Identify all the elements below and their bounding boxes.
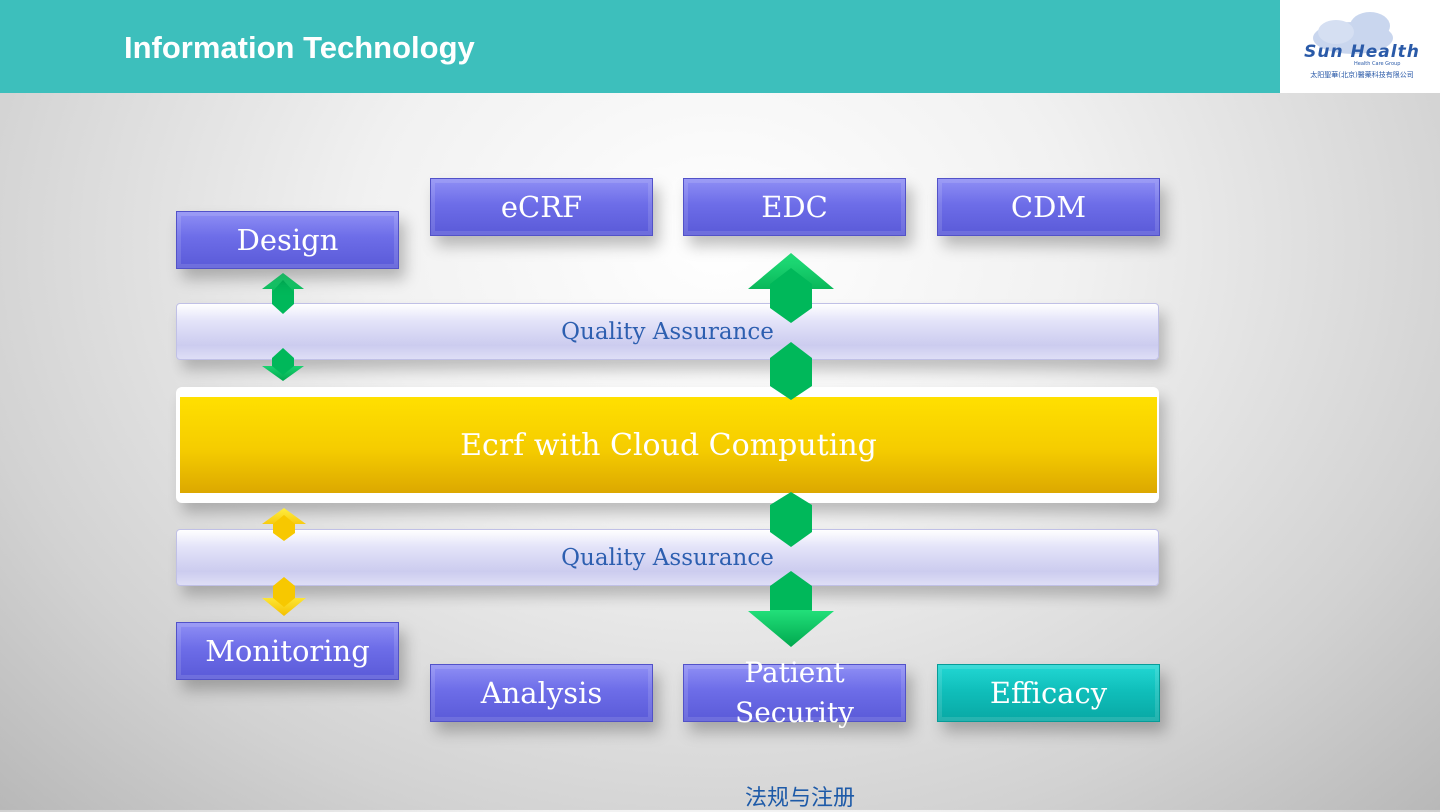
logo-chinese-name: 太阳聖華(北京)醫藥科技有限公司: [1310, 71, 1414, 79]
monitoring-arrow-down-icon: [262, 594, 306, 616]
patient-arrow-down-icon: [748, 610, 834, 647]
logo-name: Sun Health: [1304, 42, 1420, 62]
ecrf-box: eCRF: [430, 178, 653, 236]
edc-box: EDC: [683, 178, 906, 236]
efficacy-box: Efficacy: [937, 664, 1160, 722]
cloud-logo-icon: [1313, 12, 1393, 54]
cloud-computing-core: Ecrf with Cloud Computing: [180, 397, 1157, 493]
cdm-box: CDM: [937, 178, 1160, 236]
logo-tagline: Health Care Group: [1354, 61, 1401, 67]
page-title: Information Technology: [124, 30, 475, 65]
monitoring-box: Monitoring: [176, 622, 399, 680]
edc-arrow-up-icon: [748, 253, 834, 303]
analysis-box: Analysis: [430, 664, 653, 722]
quality-assurance-bottom: Quality Assurance: [176, 529, 1159, 586]
design-box: Design: [176, 211, 399, 269]
header-bar: Information Technology Sun Health Health…: [0, 0, 1440, 93]
design-arrow-up-icon: [262, 273, 304, 303]
company-logo: Sun Health Health Care Group 太阳聖華(北京)醫藥科…: [1280, 0, 1440, 93]
patient-security-box: Patient Security: [683, 656, 906, 729]
monitoring-arrow-up-icon: [262, 508, 306, 529]
regulatory-caption: 法规与注册: [744, 786, 855, 811]
design-arrow-down-icon: [262, 361, 304, 381]
quality-assurance-top: Quality Assurance: [176, 303, 1159, 360]
